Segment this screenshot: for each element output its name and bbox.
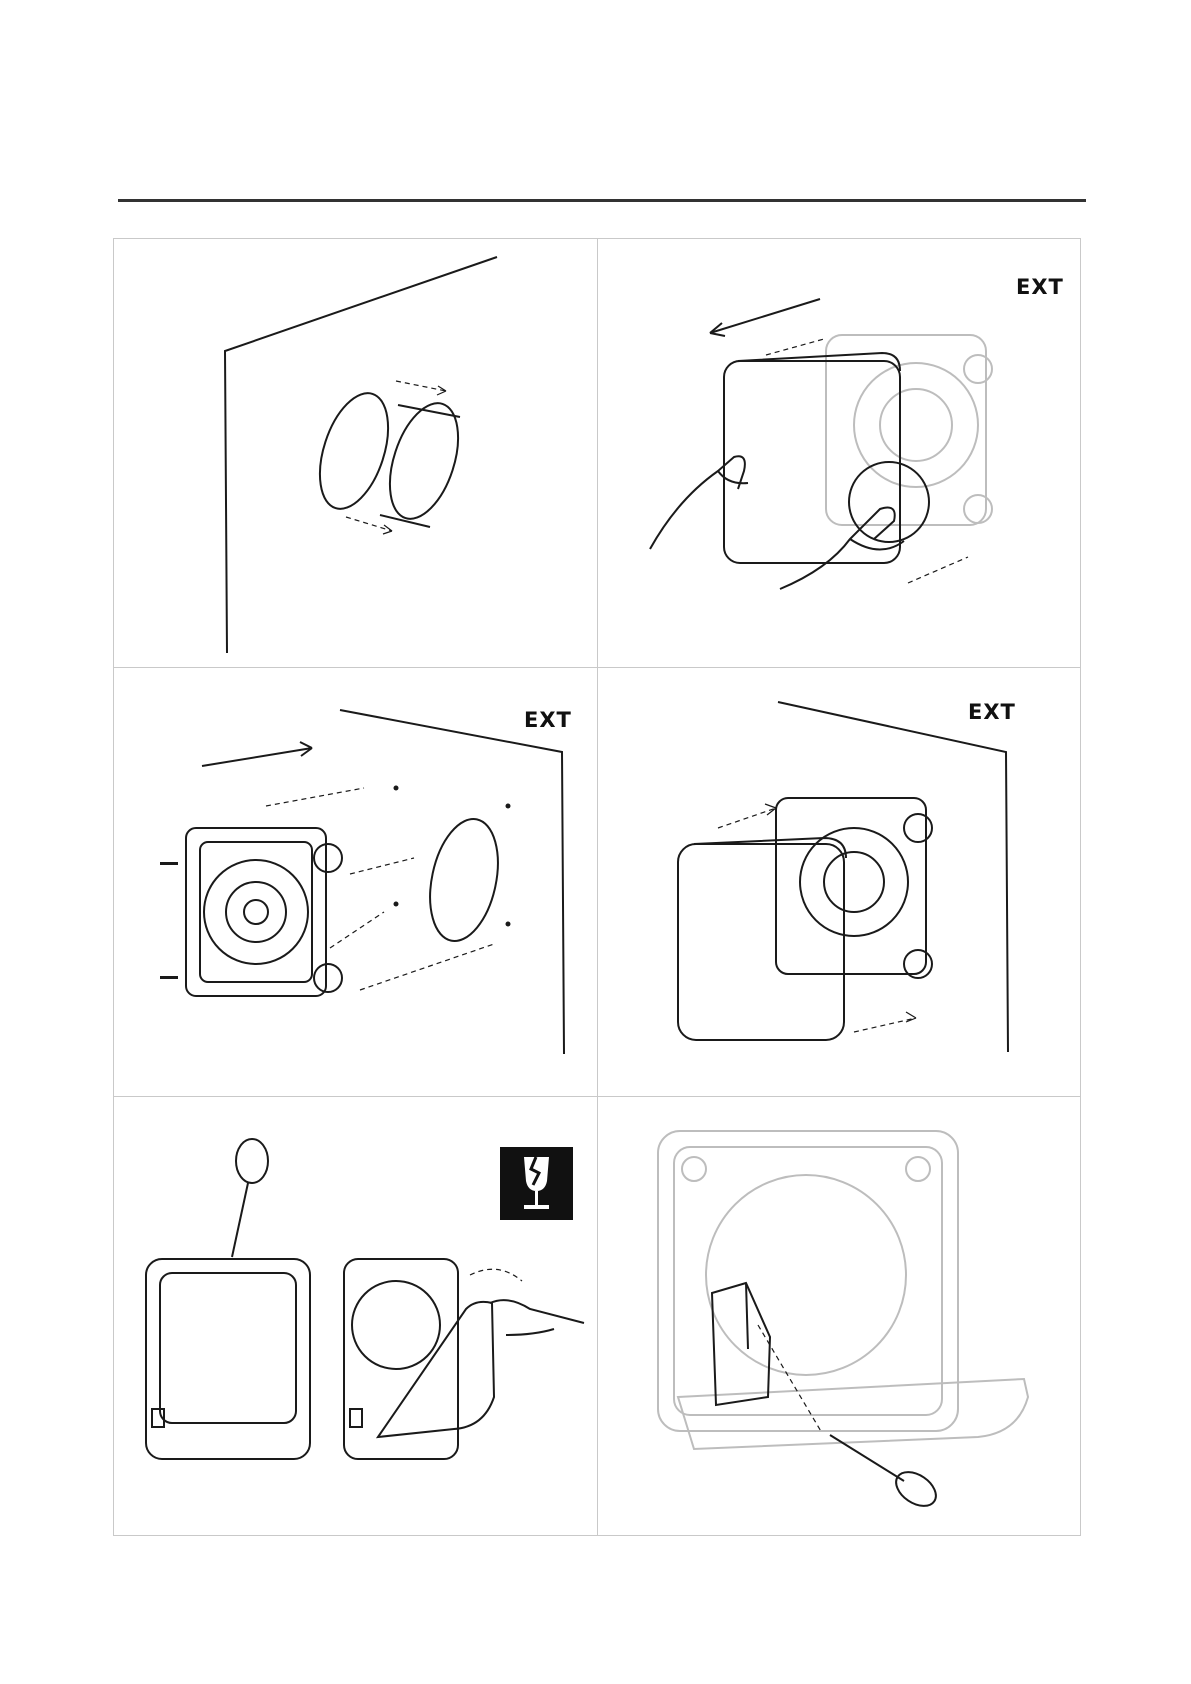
fragile-glass-symbol: [500, 1147, 573, 1220]
ext-label: EXT: [1016, 275, 1064, 299]
inner-unit-illustration: [598, 1097, 1082, 1535]
wall-duct-illustration: [114, 239, 597, 667]
panel-step-5: [114, 1097, 597, 1535]
header-rule: [118, 199, 1086, 202]
panel-step-6: [598, 1097, 1082, 1535]
panel-step-3: EXT: [114, 668, 597, 1096]
ext-label: EXT: [968, 700, 1016, 724]
panel-step-2: EXT: [598, 239, 1082, 667]
remove-cover-illustration: [598, 239, 1082, 667]
instruction-grid: EXT: [113, 238, 1081, 1536]
ext-label: EXT: [524, 708, 572, 732]
panel-step-4: EXT: [598, 668, 1082, 1096]
fragile-glass-icon: [500, 1147, 573, 1220]
mount-base-illustration: [114, 668, 597, 1096]
refit-cover-illustration: [598, 668, 1082, 1096]
panel-step-1: [114, 239, 597, 667]
